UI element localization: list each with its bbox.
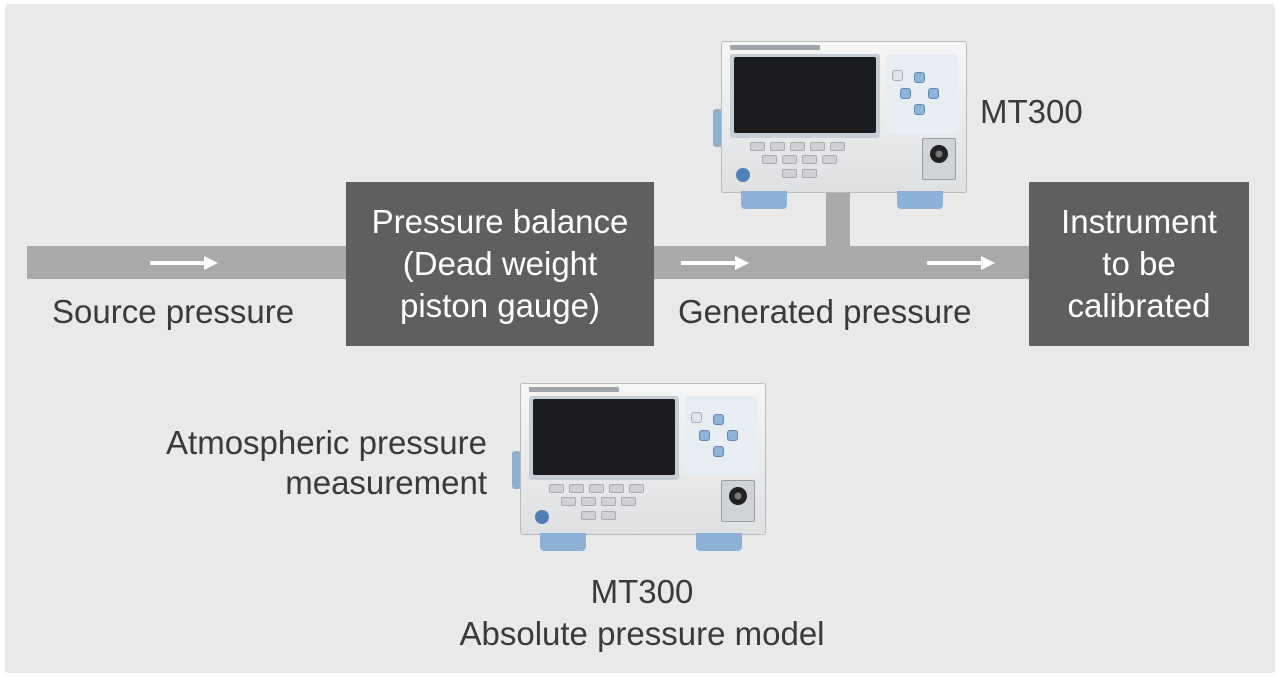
pressure-line-branch — [826, 192, 850, 252]
pressure-balance-label-line3: piston gauge) — [400, 287, 600, 324]
instrument-label-line2: to be — [1102, 245, 1176, 282]
generated-pressure-label: Generated pressure — [678, 293, 972, 330]
mt300-device-bottom-icon — [512, 383, 766, 551]
mt300-bottom-label-line2: Absolute pressure model — [459, 615, 825, 652]
pressure-balance-label-line2: (Dead weight — [402, 245, 598, 282]
flow-arrow-icon — [681, 256, 749, 270]
instrument-box: Instrument to be calibrated — [1029, 182, 1249, 346]
calibration-diagram: Pressure balance (Dead weight piston gau… — [5, 4, 1275, 673]
flow-arrow-icon — [927, 256, 995, 270]
pressure-balance-label-line1: Pressure balance — [371, 203, 629, 240]
instrument-label-line1: Instrument — [1061, 203, 1217, 240]
source-pressure-label: Source pressure — [52, 293, 295, 330]
pressure-balance-box: Pressure balance (Dead weight piston gau… — [346, 182, 654, 346]
atmospheric-label-line2: measurement — [285, 464, 487, 501]
instrument-label-line3: calibrated — [1067, 287, 1211, 324]
mt300-device-top-icon — [713, 41, 967, 209]
mt300-bottom-label-line1: MT300 — [590, 573, 694, 610]
mt300-top-label: MT300 — [980, 93, 1083, 130]
atmospheric-label-line1: Atmospheric pressure — [166, 424, 487, 461]
flow-arrow-icon — [150, 256, 218, 270]
